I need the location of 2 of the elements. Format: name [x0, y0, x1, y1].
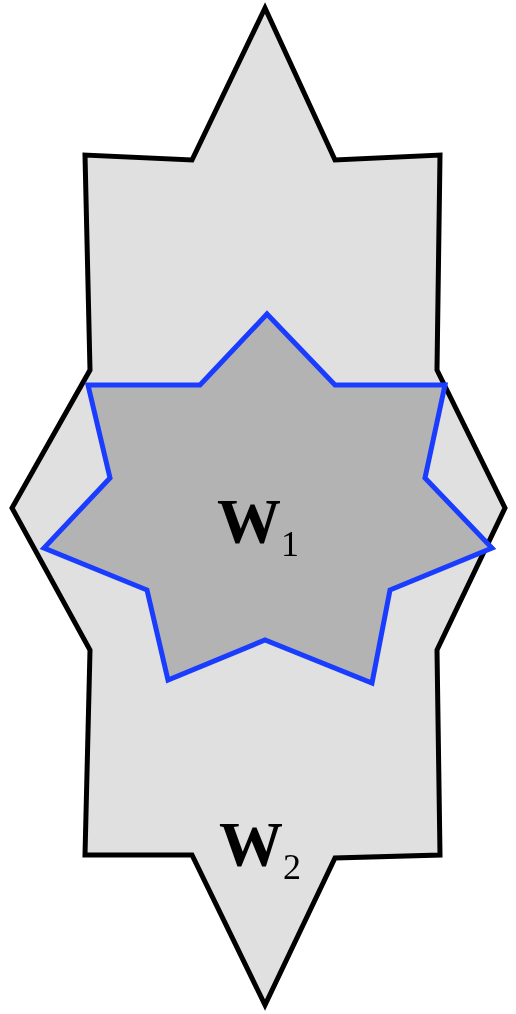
- shape-label: W$_{1}$: [217, 490, 299, 554]
- shape-label: W$_{2}$: [219, 813, 301, 877]
